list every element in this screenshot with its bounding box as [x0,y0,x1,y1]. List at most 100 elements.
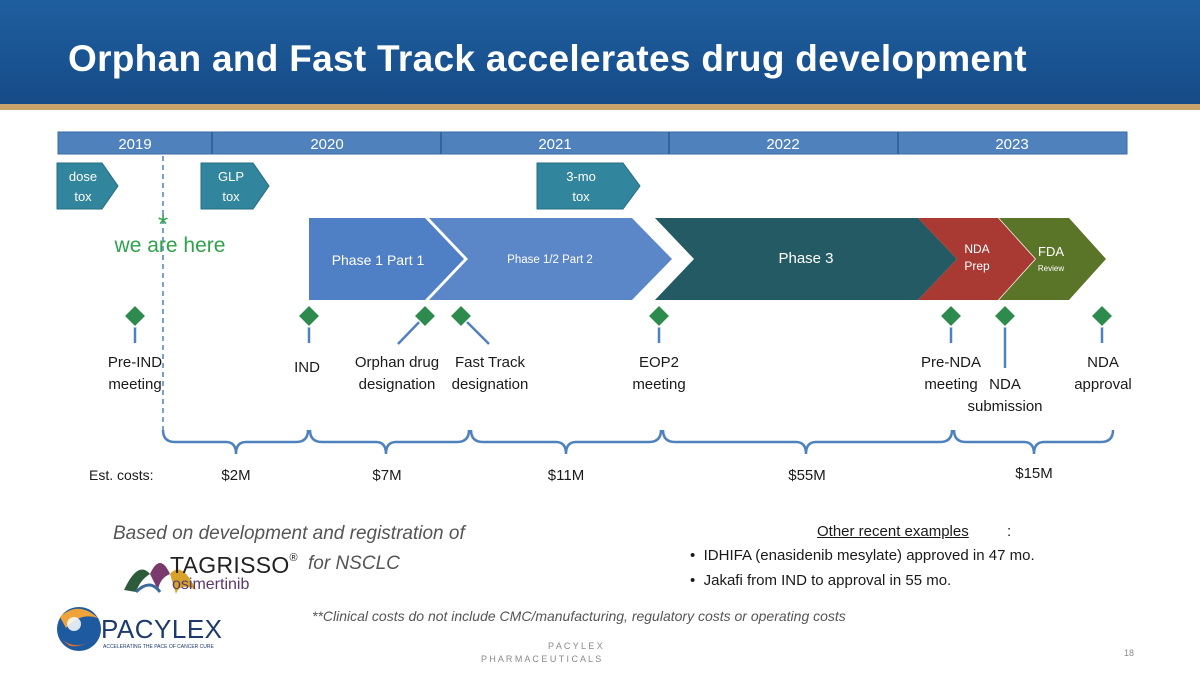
phase-label: FDA [1038,244,1064,259]
milestone-label: NDA [989,376,1021,393]
slide-title: Orphan and Fast Track accelerates drug d… [68,38,1027,79]
tox-study-3mo: 3-mo tox [536,162,641,210]
phase-1-2-part-2: Phase 1/2 Part 2 [429,218,672,300]
year-label: 2019 [118,136,151,153]
milestone-eop2: EOP2 meeting [632,303,686,393]
phase-3: Phase 3 [655,218,957,300]
cost-value: $11M [548,467,584,484]
milestone-label: submission [967,398,1042,415]
brace [661,429,954,455]
page-number: 18 [1124,648,1135,658]
examples-title: Other recent examples [817,523,969,540]
bullet-icon: • [690,572,696,589]
basis-text: Based on development and registration of [113,523,465,544]
indication-text: for NSCLC [308,553,400,574]
cost-braces [161,429,1115,455]
brace [308,429,471,455]
tagrisso-generic: osimertinib [172,576,250,593]
milestone-ind: IND [294,303,322,376]
milestone-label: IND [294,359,320,376]
milestone-diamond-icon [1089,303,1115,329]
costs-label: Est. costs: [89,467,154,483]
examples-title-colon: : [1007,523,1012,540]
cost-labels: Est. costs: $2M $7M $11M $55M $15M [89,465,1053,484]
tox-label: tox [74,189,92,204]
example-item: • IDHIFA (enasidenib mesylate) approved … [690,547,1035,564]
example-text: IDHIFA (enasidenib mesylate) approved in… [703,547,1035,564]
cost-value: $7M [372,467,401,484]
we-are-here-marker: * we are here [114,156,226,432]
milestone-label: Orphan drug [355,354,439,371]
year-label: 2022 [766,136,799,153]
milestone-nda-approval: NDA approval [1074,303,1132,393]
tox-label: 3-mo [566,169,596,184]
phase-label: NDA [964,242,989,256]
tagrisso-brand: TAGRISSO® [170,552,298,579]
cost-value: $2M [221,467,250,484]
milestone-diamond-icon [646,303,672,329]
milestone-label: meeting [924,376,977,393]
examples-title-text: Other recent examples [817,523,969,540]
phase-1-part-1: Phase 1 Part 1 [309,218,464,300]
year-bar: 2019 2020 2021 2022 2023 [57,131,1128,155]
footnote: **Clinical costs do not include CMC/manu… [312,608,846,624]
milestone-diamond-icon [992,303,1018,329]
phase-label: Phase 1 Part 1 [332,252,425,268]
milestone-label: Pre-NDA [921,354,981,371]
tox-label: dose [69,169,97,184]
brace [161,429,310,455]
asterisk-icon: * [158,209,168,239]
company-name: PACYLEX [101,614,223,644]
cost-value: $15M [1015,465,1053,482]
title-accent-line [0,104,1200,110]
milestone-label: NDA [1087,354,1119,371]
tox-label: GLP [218,169,244,184]
milestone-pre-nda: Pre-NDA meeting [921,303,981,393]
registered-mark: ® [289,552,298,564]
milestone-label: Fast Track [455,354,526,371]
milestone-nda-submission: NDA submission [967,303,1043,415]
tagrisso-name: TAGRISSO [170,552,290,578]
milestone-diamond-icon [296,303,322,329]
nda-prep: NDA Prep [918,218,1035,300]
milestone-pre-ind: Pre-IND meeting [108,303,162,393]
milestone-label: meeting [632,376,685,393]
milestone-label: Pre-IND [108,354,162,371]
phase-label: Phase 1/2 Part 2 [507,254,593,266]
milestone-diamond-icon [412,303,438,329]
milestone-label: EOP2 [639,354,679,371]
example-text: Jakafi from IND to approval in 55 mo. [703,572,952,589]
phase-label: Review [1038,264,1064,273]
pacylex-logo-icon [57,607,101,651]
year-label: 2023 [995,136,1028,153]
bullet-icon: • [690,547,696,564]
cost-value: $55M [788,467,826,484]
phase-label: Prep [964,259,990,273]
year-label: 2021 [538,136,571,153]
example-item: • Jakafi from IND to approval in 55 mo. [690,572,951,589]
title-bar: Orphan and Fast Track accelerates drug d… [0,0,1200,110]
company-tagline: ACCELERATING THE PACE OF CANCER CURE [103,644,214,650]
milestone-label: designation [452,376,529,393]
we-are-here-label: we are here [114,234,226,257]
milestone-label: approval [1074,376,1132,393]
year-label: 2020 [310,136,343,153]
tox-study-glp: GLP tox [200,162,270,210]
phase-label: Phase 3 [778,250,833,267]
milestone-fast-track: Fast Track designation [448,303,529,393]
fda-review: FDA Review [999,218,1106,300]
brace [469,429,663,455]
milestone-diamond-icon [122,303,148,329]
tox-label: tox [572,189,590,204]
tagrisso-logo-icon [124,563,196,594]
milestone-orphan-drug: Orphan drug designation [355,303,439,393]
year-bar-background [57,131,1128,155]
milestone-label: designation [359,376,436,393]
footer-pharma: P H A R M A C E U T I C A L S [481,654,602,664]
milestone-diamond-icon [938,303,964,329]
footer-company: P A C Y L E X [548,641,603,651]
tox-study-dose: dose tox [56,162,119,210]
tox-label: tox [222,189,240,204]
